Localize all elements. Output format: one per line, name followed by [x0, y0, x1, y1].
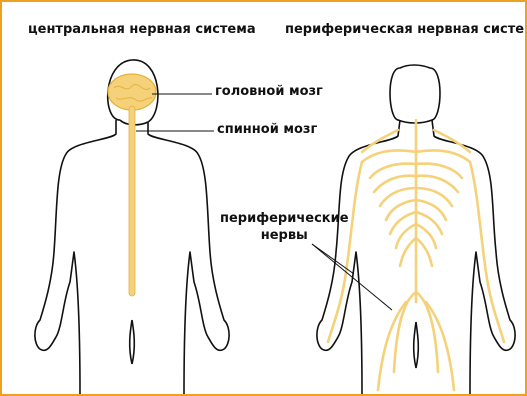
spinal-cord-shape [129, 106, 135, 296]
peripheral-nerves-label-line2: нервы [220, 227, 349, 244]
pns-heading: периферическая нервная система [285, 22, 527, 37]
peripheral-nerves-label: периферические нервы [220, 210, 349, 244]
brain-shape [108, 74, 156, 110]
peripheral-nerves-label-line1: периферические [220, 210, 349, 227]
brain-label: головной мозг [215, 84, 323, 99]
nerve-leader-lines [312, 244, 392, 310]
peripheral-nerves [328, 120, 504, 390]
cns-heading: центральная нервная система [28, 22, 256, 37]
spinal-cord-label: спинной мозг [217, 122, 317, 137]
